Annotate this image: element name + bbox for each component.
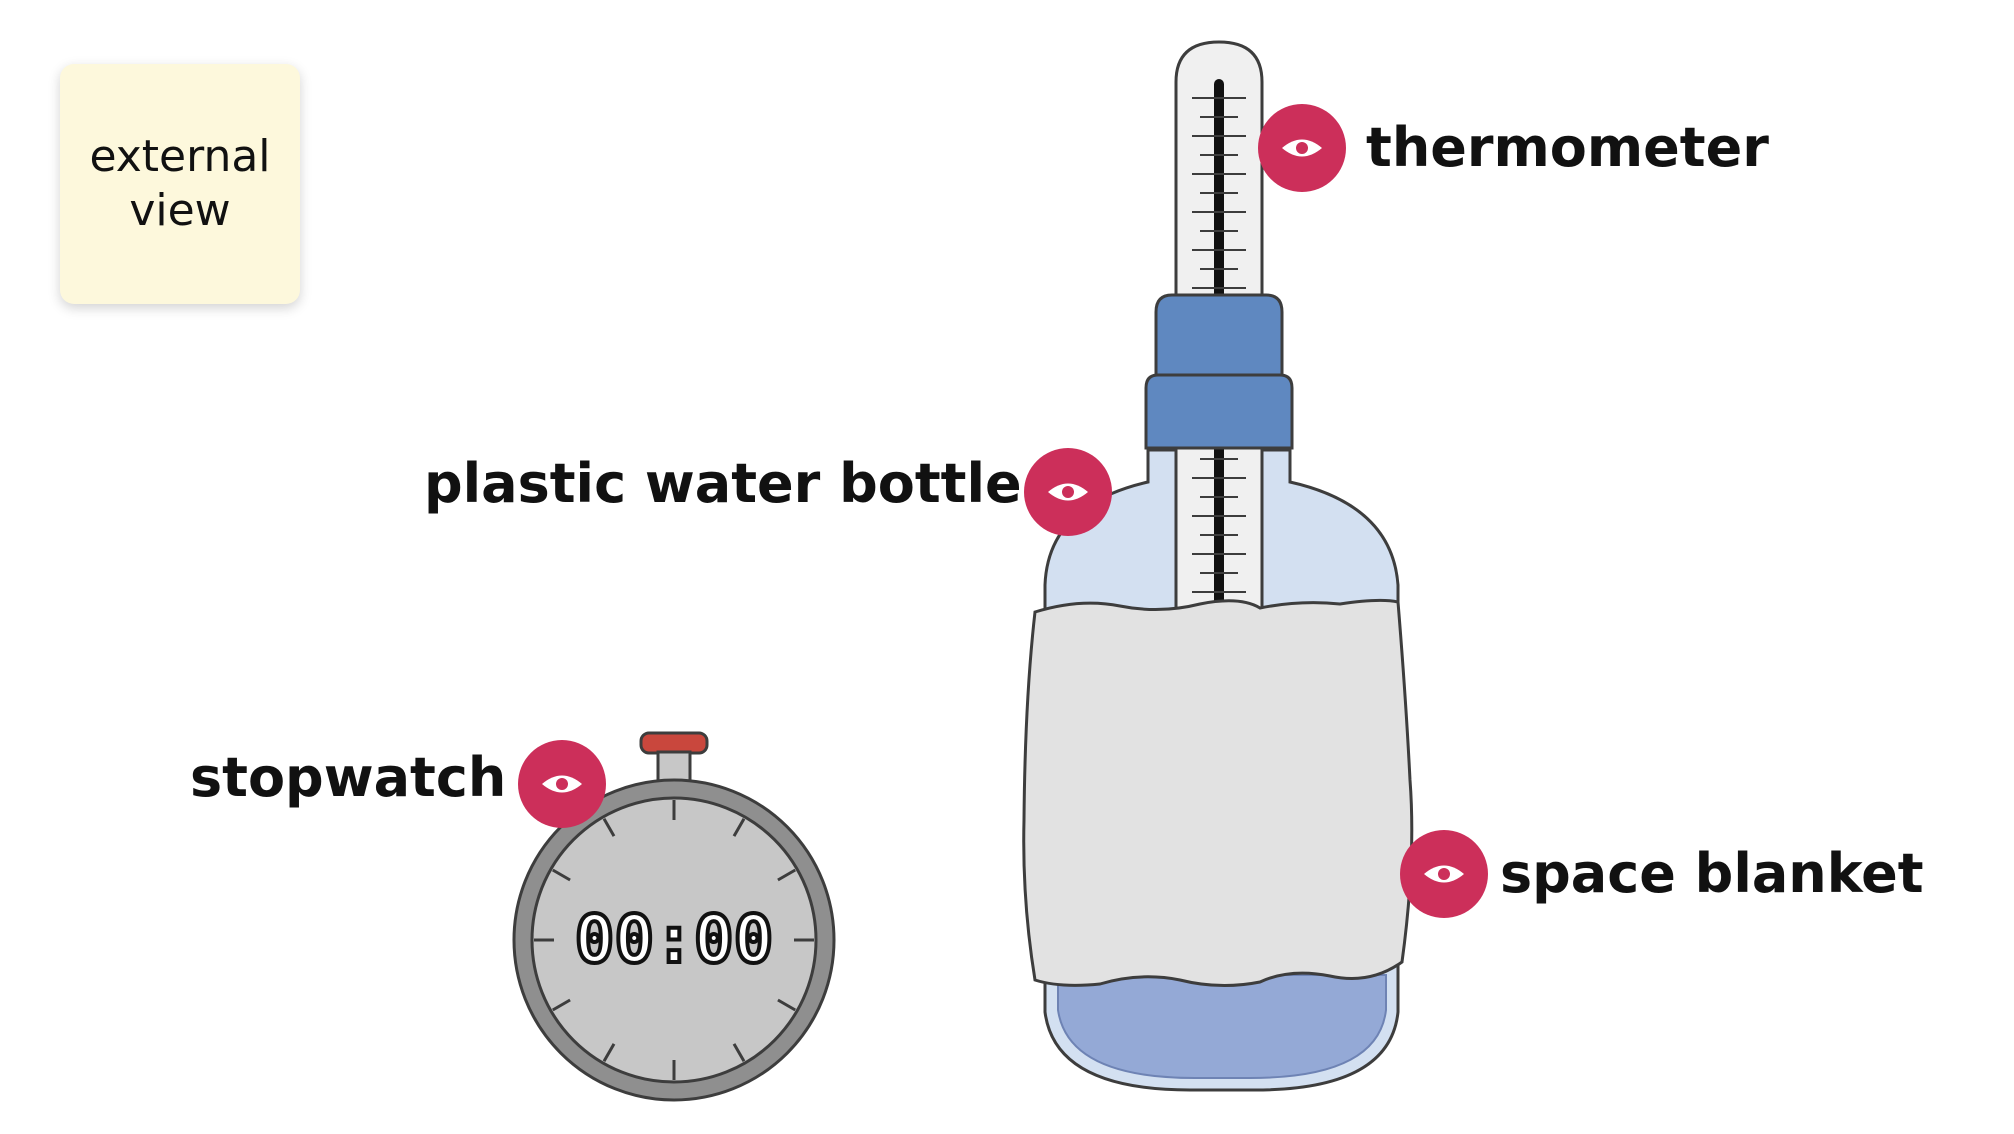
dial-tick [602,818,616,837]
dial-tick [777,998,796,1012]
blanket-hotspot[interactable] [1400,830,1488,918]
stopwatch: 00:00 [512,731,836,1102]
stopwatch-crown [639,731,709,755]
stopwatch-face [530,796,818,1084]
stopwatch-display: 00:00 [575,901,774,978]
stopwatch-stem [656,750,692,784]
stopwatch-label: stopwatch [190,746,507,809]
cap-base [1144,373,1294,450]
bottle-water [1057,974,1387,1079]
dial-tick [777,868,796,882]
bottle-label: plastic water bottle [424,452,1022,515]
dial-tick [732,818,746,837]
eye-icon [1048,483,1088,501]
dial-tick [732,1043,746,1062]
dial-tick [552,868,571,882]
bottle-cap [1144,293,1294,450]
eye-icon [542,775,582,793]
thermometer-hotspot[interactable] [1258,104,1346,192]
blanket-label: space blanket [1500,842,1924,905]
eye-icon [1424,865,1464,883]
bottle-hotspot[interactable] [1024,448,1112,536]
external-view-button[interactable]: external view [60,64,300,304]
cap-top [1154,293,1284,378]
eye-icon [1282,139,1322,157]
stopwatch-dial-ticks [534,800,814,1080]
space-blanket [1022,598,1414,988]
stopwatch-hotspot[interactable] [518,740,606,828]
dial-tick [552,998,571,1012]
view-button-line2: view [129,185,231,236]
thermometer-label: thermometer [1366,116,1769,179]
thermometer-scale [1192,97,1246,593]
view-button-line1: external [89,131,271,182]
dial-tick [602,1043,616,1062]
